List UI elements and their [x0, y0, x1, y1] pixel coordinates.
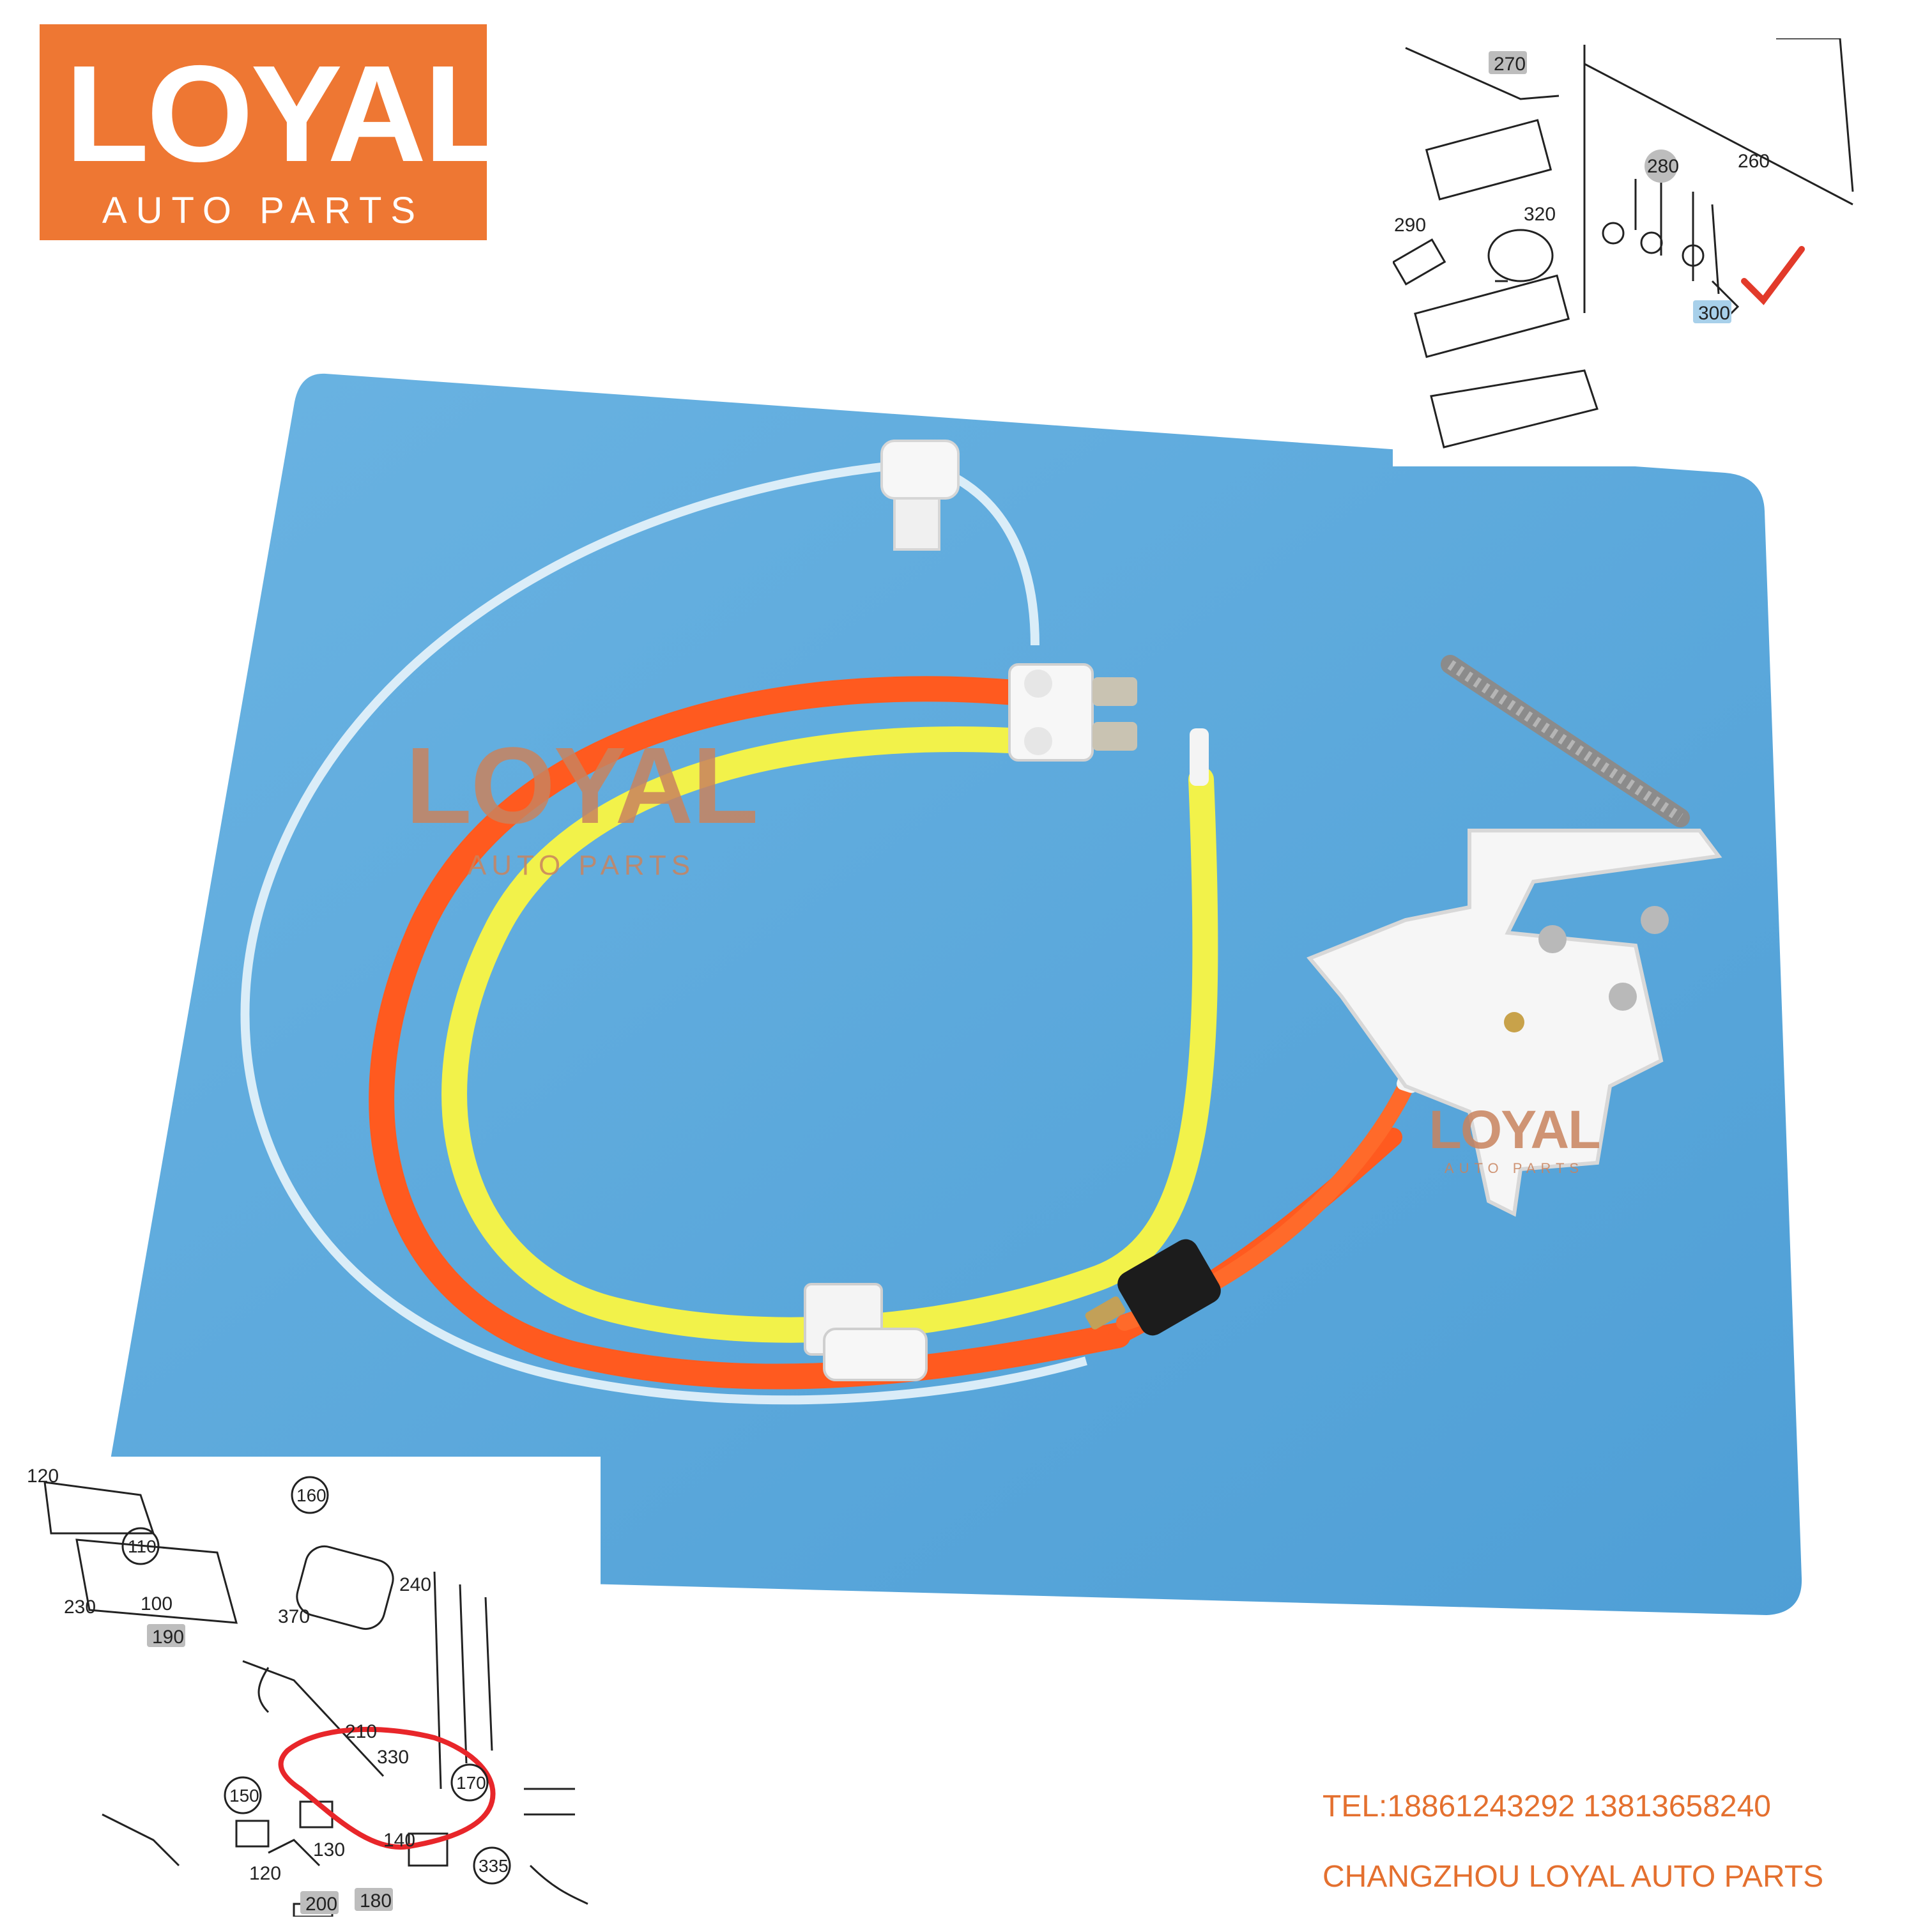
yellow-tube — [441, 726, 1218, 1343]
contact-phone: TEL:18861243292 13813658240 — [1322, 1790, 1771, 1823]
parts-diagram-top: 270 260 280 290 320 300 — [1392, 37, 1866, 466]
callout-label: 140 — [383, 1830, 415, 1851]
callout-badge — [224, 1776, 262, 1814]
callout-label: 160 — [296, 1485, 326, 1505]
callout-label: 150 — [229, 1786, 259, 1805]
callout-label: 200 — [305, 1894, 337, 1915]
callout-label: 370 — [278, 1606, 310, 1627]
callout-label: 130 — [313, 1839, 345, 1860]
watermark-right: LOYAL AUTO PARTS — [1418, 1099, 1610, 1177]
brand-logo: LOYAL AUTO PARTS — [40, 24, 508, 240]
callout-label: 120 — [27, 1466, 59, 1487]
callout-badge — [355, 1888, 393, 1911]
watermark-main: LOYAL — [405, 725, 758, 847]
highlight-outline — [278, 1726, 496, 1850]
callout-label: 320 — [1524, 204, 1556, 225]
watermark-sub: AUTO PARTS — [1444, 1160, 1584, 1176]
watermark-center: LOYAL AUTO PARTS — [383, 722, 779, 882]
callout-label: 290 — [1394, 215, 1426, 236]
callout-label: 120 — [249, 1863, 281, 1884]
callout-badge — [300, 1891, 339, 1914]
callout-badge — [291, 1476, 329, 1514]
blue-mat — [96, 373, 1802, 1615]
tension-spring — [1441, 655, 1690, 827]
parts-diagram-bottom: 120 110 160 230 100 190 370 240 210 330 … — [26, 1457, 601, 1918]
callout-badge — [1693, 300, 1731, 323]
callout-label: 260 — [1738, 151, 1770, 172]
callout-badge — [1489, 51, 1527, 74]
clip-lower — [804, 1283, 928, 1381]
callout-label: 300 — [1698, 303, 1730, 324]
callout-label: 180 — [360, 1890, 392, 1912]
clear-tube — [240, 459, 1087, 1405]
company-name: CHANGZHOU LOYAL AUTO PARTS — [1322, 1860, 1824, 1894]
seat-lever-mechanism — [1307, 829, 1722, 1217]
watermark-main: LOYAL — [1429, 1100, 1601, 1160]
valve-connector-top — [1008, 663, 1137, 762]
parts-diagram-top-drawing: 270 260 280 290 320 300 — [1392, 37, 1854, 448]
logo-sub-text: AUTO PARTS — [102, 190, 425, 231]
parts-diagram-bottom-drawing: 120 110 160 230 100 190 370 240 210 330 … — [27, 1466, 588, 1918]
callout-label: 280 — [1647, 156, 1679, 177]
logo-main-text: LOYAL — [65, 36, 508, 190]
callout-label: 335 — [479, 1856, 509, 1876]
callout-badge — [147, 1624, 185, 1647]
callout-badge — [121, 1527, 160, 1565]
callout-label: 210 — [345, 1721, 377, 1742]
watermark-sub: AUTO PARTS — [467, 850, 696, 881]
callout-badge — [450, 1763, 489, 1802]
callout-label: 240 — [399, 1574, 431, 1595]
clip-upper — [880, 440, 960, 551]
checkmark-icon — [1741, 246, 1805, 305]
tube-end-yellow — [1190, 728, 1209, 786]
callout-label: 110 — [128, 1537, 157, 1556]
callout-badge — [473, 1846, 511, 1885]
callout-badge — [1644, 150, 1678, 183]
black-fitting — [1085, 1239, 1221, 1336]
callout-label: 270 — [1494, 54, 1526, 75]
callout-label: 230 — [64, 1597, 96, 1618]
callout-label: 100 — [141, 1593, 172, 1614]
callout-label: 190 — [152, 1627, 184, 1648]
callout-label: 330 — [377, 1747, 409, 1768]
callout-label: 170 — [456, 1773, 486, 1793]
